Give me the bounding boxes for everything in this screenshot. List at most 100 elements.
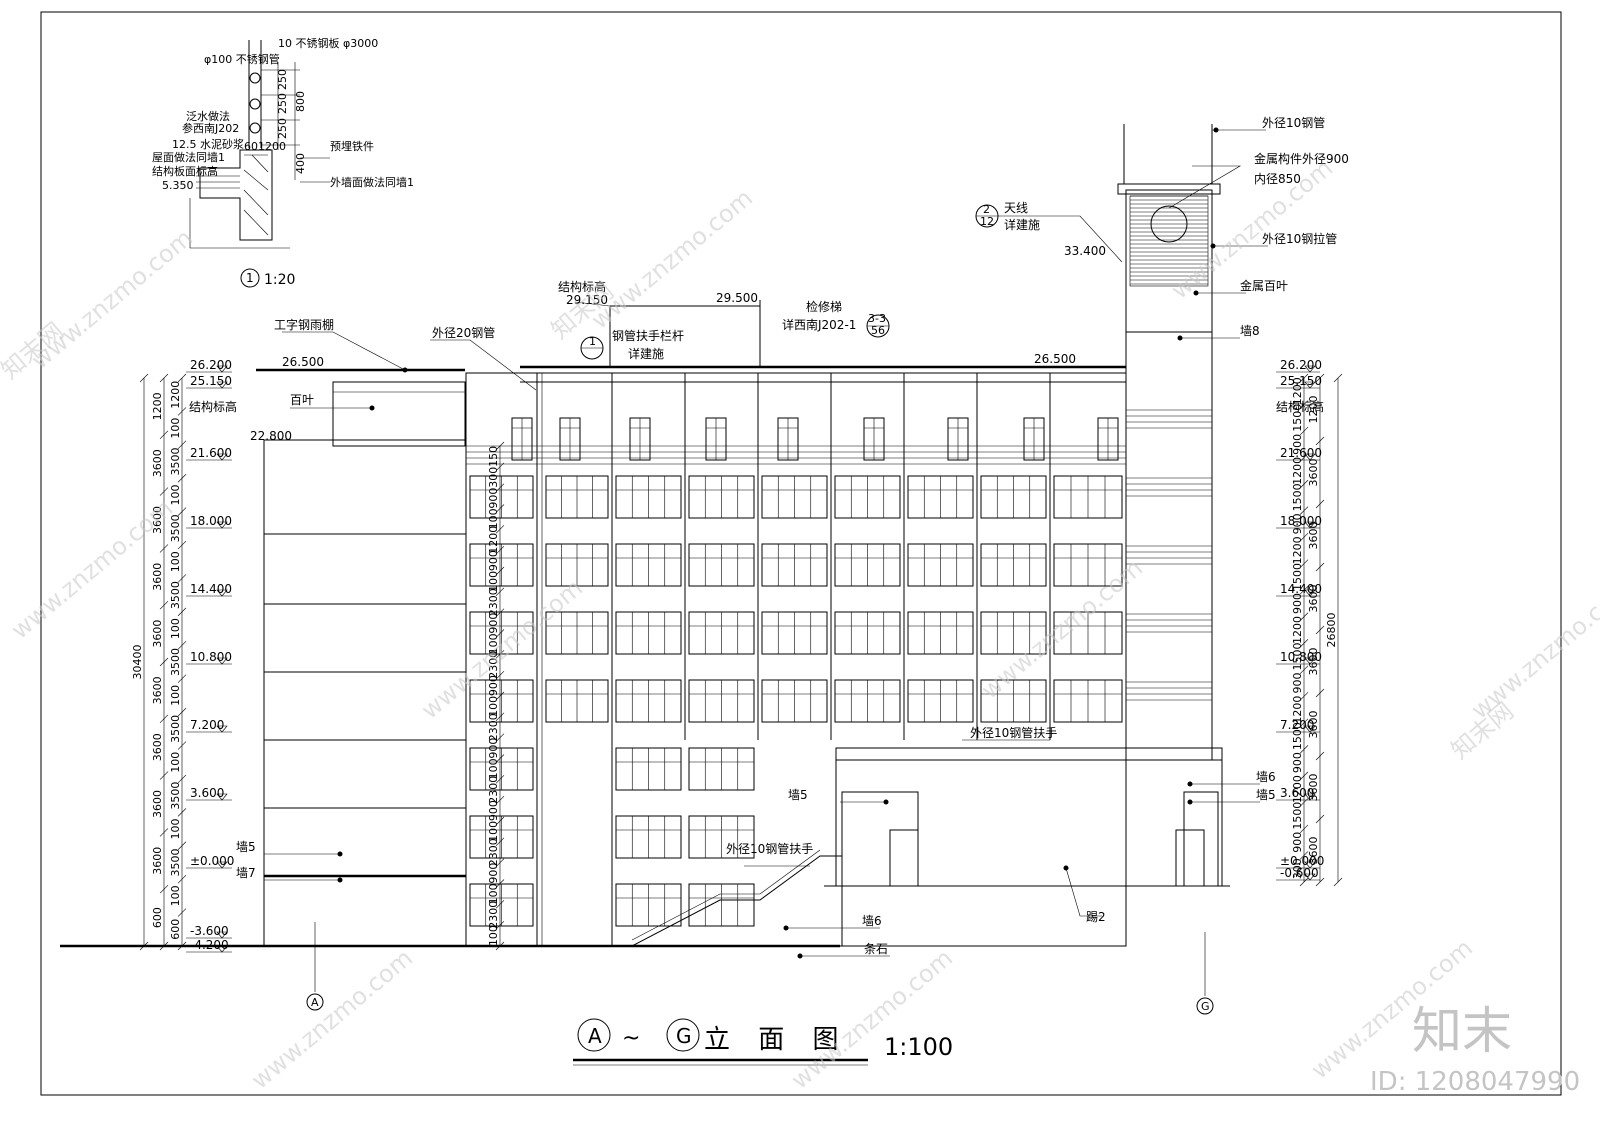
watermark-site: www.znzmo.com — [786, 944, 958, 1095]
right-dim-b: 1200 — [1291, 775, 1304, 803]
left-dim-b: 3500 — [169, 715, 182, 743]
right-dim-b: 1200 — [1291, 616, 1304, 644]
left-dim-a: 3600 — [151, 506, 164, 534]
level-26500-right: 26.500 — [1034, 352, 1076, 366]
detail-note: 外墙面做法同墙1 — [330, 175, 414, 189]
window-dim: 100 — [487, 925, 500, 946]
left-dim-a: 600 — [151, 907, 164, 928]
watermark-site: www.znzmo.com — [1466, 574, 1600, 725]
ladder-sym-top: 3-3 — [868, 312, 886, 325]
left-dim-a: 3600 — [151, 847, 164, 875]
right-level-label: 18.000 — [1280, 514, 1322, 528]
detail-note: 12.5 水泥砂浆 — [172, 137, 244, 151]
label-stone: 条石 — [864, 942, 888, 956]
window-dim: 900 — [487, 738, 500, 759]
label-wall5-right: 墙5 — [1256, 788, 1276, 802]
right-dim-b: 1500 — [1291, 722, 1304, 750]
window-dim: 900 — [487, 613, 500, 634]
title-axis-g-circle — [666, 1018, 700, 1052]
label-antenna: 天线 — [1004, 201, 1028, 215]
label-wall7: 墙7 — [236, 866, 256, 880]
detail-dim: 800 — [294, 91, 307, 112]
left-level-label: 10.800 — [190, 650, 232, 664]
window-dim: 100 — [487, 883, 500, 904]
drawing-title: 立 面 图 — [704, 1025, 849, 1055]
label-rail: 钢管扶手栏杆 — [612, 328, 684, 343]
watermark-site: www.znzmo.com — [586, 184, 758, 335]
label-pipe10-top: 外径10钢管 — [1262, 115, 1325, 130]
left-dim-a: 1200 — [151, 392, 164, 420]
left-dim-b: 100 — [169, 685, 182, 706]
right-dim-b: 900 — [1291, 752, 1304, 773]
window-dim: 100 — [487, 696, 500, 717]
detail-note: 结构板面标高 — [152, 164, 218, 178]
sheet-frame — [40, 11, 1562, 1096]
right-dim-b: 1500 — [1291, 563, 1304, 591]
detail-note: 泛水做法 — [186, 109, 230, 123]
watermark-id: ID: 1208047990 — [1370, 1067, 1580, 1097]
left-dim-a: 3600 — [151, 676, 164, 704]
label-wall8: 墙8 — [1240, 324, 1260, 338]
top-floor-windows — [511, 417, 1119, 461]
window-dim: 2300 — [487, 901, 500, 929]
label-struct-level-top: 结构标高 — [558, 279, 606, 294]
label-pipe10-tie: 外径10钢拉管 — [1262, 231, 1337, 246]
leader-dots — [337, 127, 1219, 959]
dimension-chains: 3040060036003600360036003600360036003600… — [131, 373, 1343, 951]
left-dim-a: 3600 — [151, 563, 164, 591]
left-dim-b: 3500 — [169, 448, 182, 476]
right-dim-b: 1500 — [1291, 483, 1304, 511]
left-dim-a: 3600 — [151, 790, 164, 818]
detail-note: 屋面做法同墙1 — [152, 150, 225, 164]
right-dim-b: 1500 — [1291, 404, 1304, 432]
left-dim-b: 100 — [169, 484, 182, 505]
window-dim: 100 — [487, 633, 500, 654]
window-dim: 100 — [487, 571, 500, 592]
antenna-sym-top: 2 — [983, 203, 990, 216]
right-dim-b: 900 — [1291, 593, 1304, 614]
detail-note: 参西南J202 — [182, 121, 239, 135]
right-dim-a: 3600 — [1307, 837, 1320, 865]
left-dim-b: 1200 — [169, 381, 182, 409]
left-level-label: 14.400 — [190, 582, 232, 596]
right-level-label: 14.400 — [1280, 582, 1322, 596]
level-33400: 33.400 — [1064, 244, 1106, 258]
right-dim-b: 1200 — [1291, 696, 1304, 724]
left-dim-b: 3500 — [169, 782, 182, 810]
label-antenna-ref: 详建施 — [1004, 217, 1040, 232]
antenna-sym-bot: 12 — [980, 215, 994, 228]
axis-a-bubble — [306, 993, 324, 1011]
detail-note: 预埋铁件 — [330, 140, 374, 153]
left-level-label: -4.200 — [190, 938, 229, 952]
window-dim: 2300 — [487, 776, 500, 804]
right-dim-b: 1500 — [1291, 802, 1304, 830]
left-dim-b: 3500 — [169, 514, 182, 542]
left-dim-b: 100 — [169, 551, 182, 572]
right-level-label: 21.600 — [1280, 446, 1322, 460]
rail-sym: 1 — [589, 335, 596, 348]
left-level-label: 21.600 — [190, 446, 232, 460]
right-dim-a: 3600 — [1307, 459, 1320, 487]
label-pipe20: 外径20钢管 — [432, 325, 495, 340]
watermark-layer: www.znzmo.com www.znzmo.com www.znzmo.co… — [0, 154, 1600, 1095]
right-dim-b: 1500 — [1291, 643, 1304, 671]
level-29150: 29.150 — [566, 293, 608, 307]
left-dim-b: 100 — [169, 752, 182, 773]
label-handrail-stair: 外径10钢管扶手 — [726, 841, 813, 856]
drawing-scale: 1:100 — [884, 1033, 953, 1061]
window-dim: 100 — [487, 821, 500, 842]
right-dim-b: 1200 — [1291, 457, 1304, 485]
watermark-site: www.znzmo.com — [416, 574, 588, 725]
label-wall6-right: 墙6 — [1256, 770, 1276, 784]
right-dim-b: 900 — [1291, 832, 1304, 853]
detail-dim: 250 — [276, 69, 289, 90]
left-dim-a: 3600 — [151, 733, 164, 761]
left-dim-b: 100 — [169, 418, 182, 439]
label-struct-level-left: 结构标高 — [189, 399, 237, 414]
watermark-logo: 知末 — [1412, 1002, 1512, 1060]
left-level-label: 7.200 — [190, 718, 224, 732]
window-dim: 900 — [487, 550, 500, 571]
window-dim: 900 — [487, 675, 500, 696]
level-26500-left: 26.500 — [282, 355, 324, 369]
window-dim: 150 — [487, 446, 500, 467]
